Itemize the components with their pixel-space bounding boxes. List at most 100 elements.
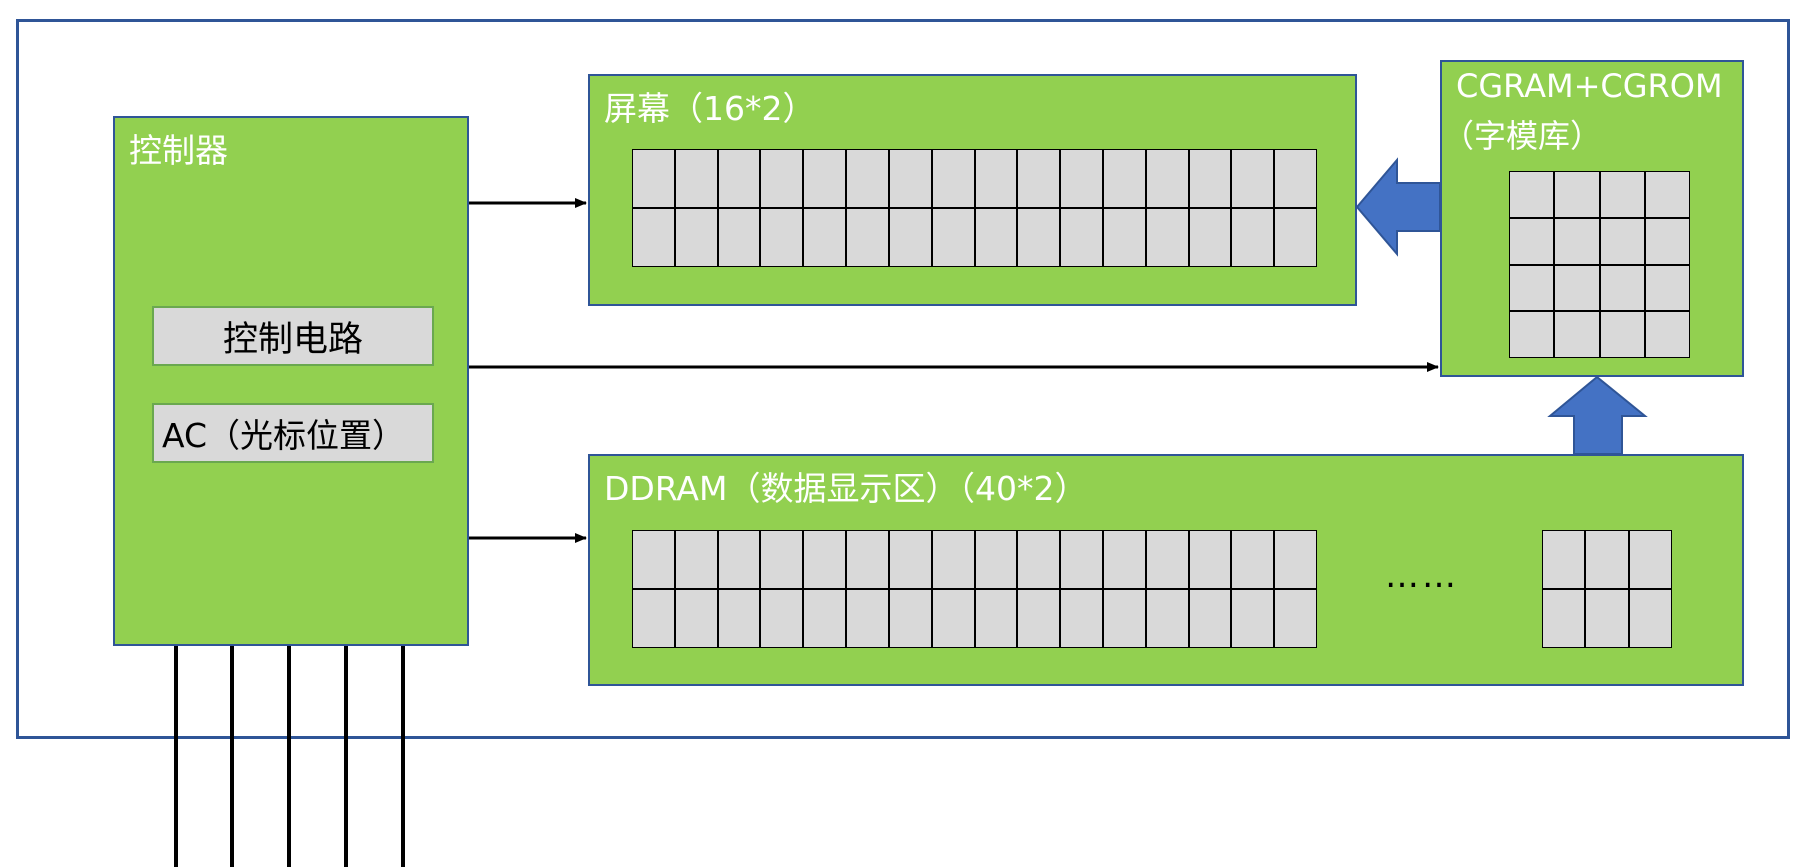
screen-cell bbox=[761, 150, 803, 207]
screen-cell bbox=[804, 150, 846, 207]
control-circuit-label: 控制电路 bbox=[222, 319, 363, 360]
screen-cell bbox=[1061, 209, 1102, 266]
ddram-cell bbox=[1629, 531, 1671, 588]
ddram-cell bbox=[1018, 590, 1060, 647]
ddram-cell bbox=[1061, 531, 1102, 588]
ddram-ellipsis: …… bbox=[1385, 556, 1459, 596]
cgram-cell bbox=[1645, 312, 1689, 357]
screen-title: 屏幕（16*2） bbox=[604, 89, 816, 128]
ddram-title: DDRAM（数据显示区）（40*2） bbox=[604, 469, 1088, 508]
ddram-cell bbox=[975, 531, 1017, 588]
screen-cell bbox=[1189, 209, 1231, 266]
screen-cell bbox=[975, 209, 1017, 266]
cgram-title-line1: CGRAM+CGROM bbox=[1456, 67, 1723, 105]
ddram-cell bbox=[1103, 590, 1145, 647]
ddram-cell bbox=[847, 590, 888, 647]
ddram-cell bbox=[889, 531, 931, 588]
ddram-cell bbox=[718, 531, 760, 588]
ddram-cell bbox=[1586, 590, 1628, 647]
screen-cell bbox=[633, 150, 674, 207]
ddram-cell bbox=[761, 531, 803, 588]
ddram-cell bbox=[1543, 590, 1585, 647]
cgram-to-screen-block-arrow bbox=[1355, 157, 1441, 257]
screen-cell bbox=[1275, 209, 1316, 266]
cgram-cell bbox=[1645, 218, 1689, 264]
cgram-cell bbox=[1555, 172, 1599, 217]
ddram-cell bbox=[1146, 590, 1188, 647]
cgram-cell bbox=[1600, 172, 1644, 217]
ddram-cell bbox=[1146, 531, 1188, 588]
cgram-cell bbox=[1510, 172, 1554, 217]
screen-cell-grid bbox=[632, 149, 1317, 267]
screen-cell bbox=[675, 150, 717, 207]
ddram-cell-grid bbox=[632, 530, 1317, 648]
ddram-cell bbox=[718, 590, 760, 647]
ddram-cell bbox=[761, 590, 803, 647]
control-circuit-box: 控制电路 bbox=[152, 306, 434, 366]
controller-block: 控制器 控制电路 AC（光标位置） bbox=[113, 116, 469, 646]
screen-cell bbox=[1146, 150, 1188, 207]
ddram-cell bbox=[1103, 531, 1145, 588]
ddram-cell bbox=[675, 590, 717, 647]
screen-cell bbox=[1146, 209, 1188, 266]
ddram-cell bbox=[804, 590, 846, 647]
cgram-cell-grid bbox=[1509, 171, 1690, 358]
ddram-cell bbox=[1586, 531, 1628, 588]
cgram-cell bbox=[1645, 172, 1689, 217]
cgram-cell bbox=[1510, 218, 1554, 264]
screen-cell bbox=[1018, 209, 1060, 266]
ddram-to-cgram-block-arrow bbox=[1547, 375, 1648, 455]
cgram-cell bbox=[1555, 218, 1599, 264]
screen-cell bbox=[932, 209, 974, 266]
ddram-cell bbox=[975, 590, 1017, 647]
cgram-cell bbox=[1600, 265, 1644, 311]
ddram-cell bbox=[1018, 531, 1060, 588]
ddram-cell bbox=[932, 531, 974, 588]
ddram-cell bbox=[633, 590, 674, 647]
cgram-cell bbox=[1645, 265, 1689, 311]
screen-cell bbox=[1275, 150, 1316, 207]
screen-cell bbox=[1018, 150, 1060, 207]
ddram-cell bbox=[633, 531, 674, 588]
ddram-cell bbox=[847, 531, 888, 588]
ddram-cell bbox=[1275, 590, 1316, 647]
ddram-cell bbox=[1543, 531, 1585, 588]
screen-cell bbox=[675, 209, 717, 266]
screen-cell bbox=[1061, 150, 1102, 207]
screen-cell bbox=[761, 209, 803, 266]
screen-cell bbox=[1232, 150, 1274, 207]
cursor-position-label: AC（光标位置） bbox=[162, 416, 406, 455]
cgram-title-line2: （字模库） bbox=[1442, 117, 1603, 155]
screen-cell bbox=[975, 150, 1017, 207]
ddram-cell bbox=[804, 531, 846, 588]
cgram-cell bbox=[1510, 265, 1554, 311]
ddram-cell bbox=[1189, 531, 1231, 588]
screen-cell bbox=[847, 150, 888, 207]
screen-cell bbox=[718, 209, 760, 266]
ddram-cell bbox=[889, 590, 931, 647]
cursor-position-box: AC（光标位置） bbox=[152, 403, 434, 463]
ddram-tail-cell-grid bbox=[1542, 530, 1672, 648]
screen-cell bbox=[804, 209, 846, 266]
cgram-block: CGRAM+CGROM （字模库） bbox=[1440, 60, 1744, 377]
screen-cell bbox=[633, 209, 674, 266]
ddram-cell bbox=[1189, 590, 1231, 647]
ddram-cell bbox=[1629, 590, 1671, 647]
controller-title: 控制器 bbox=[129, 131, 228, 170]
system-frame bbox=[16, 19, 1790, 739]
screen-cell bbox=[718, 150, 760, 207]
screen-cell bbox=[889, 150, 931, 207]
screen-cell bbox=[847, 209, 888, 266]
screen-cell bbox=[1232, 209, 1274, 266]
ddram-cell bbox=[1061, 590, 1102, 647]
cgram-cell bbox=[1600, 312, 1644, 357]
screen-cell bbox=[1103, 150, 1145, 207]
ddram-cell bbox=[675, 531, 717, 588]
cgram-cell bbox=[1555, 265, 1599, 311]
screen-cell bbox=[1103, 209, 1145, 266]
screen-cell bbox=[889, 209, 931, 266]
ddram-cell bbox=[1232, 590, 1274, 647]
ddram-cell bbox=[1275, 531, 1316, 588]
screen-cell bbox=[932, 150, 974, 207]
